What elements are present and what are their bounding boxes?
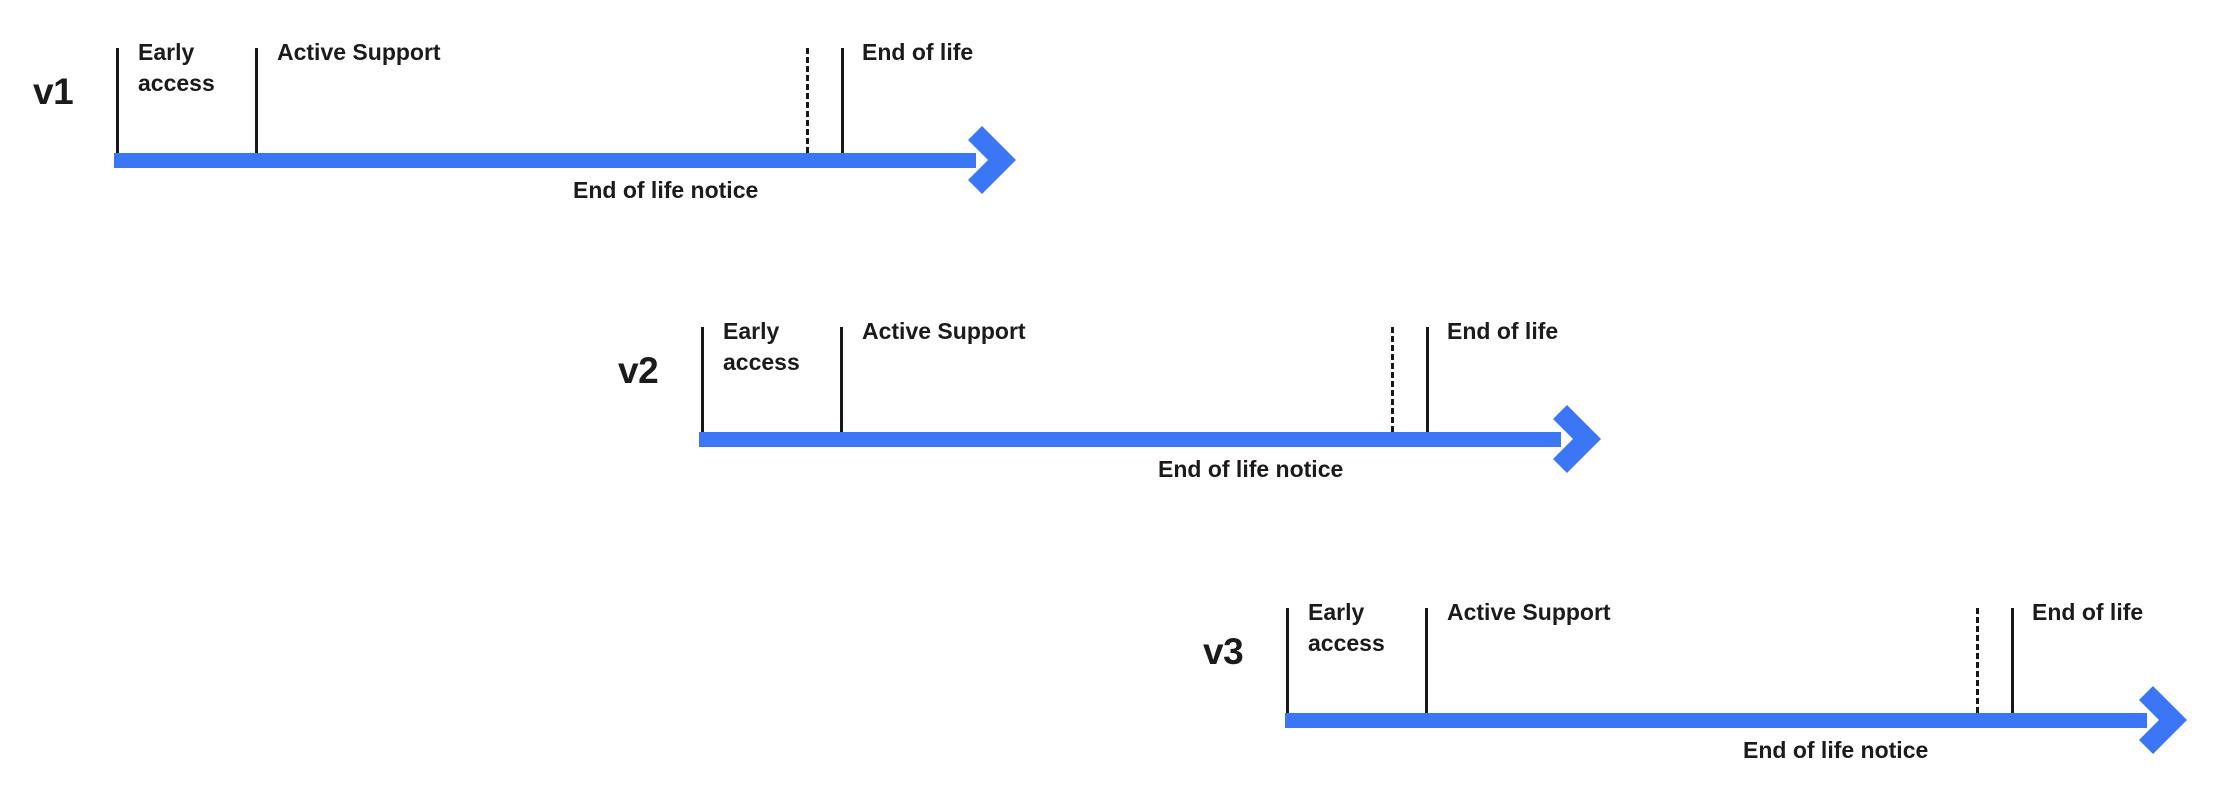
phase-divider-early-access-start bbox=[1286, 608, 1289, 713]
timeline-arrow-bar bbox=[114, 153, 976, 168]
version-label-v2: v2 bbox=[618, 350, 659, 391]
phase-divider-active-support-start bbox=[1425, 608, 1428, 713]
phase-divider-end-of-life-notice bbox=[1976, 608, 1979, 713]
phase-label-end-of-life: End of life bbox=[1447, 318, 1559, 344]
phase-divider-end-of-life-notice bbox=[1391, 327, 1394, 432]
arrow-head-icon bbox=[968, 126, 1016, 194]
arrow-head-icon bbox=[2139, 686, 2187, 754]
phase-label-end-of-life: End of life bbox=[2032, 599, 2144, 625]
phase-divider-end-of-life-start bbox=[2011, 608, 2014, 713]
phase-divider-end-of-life-start bbox=[841, 48, 844, 153]
phase-divider-active-support-start bbox=[255, 48, 258, 153]
phase-label-early-access: Early access bbox=[138, 39, 215, 96]
phase-divider-end-of-life-notice bbox=[806, 48, 809, 153]
phase-divider-early-access-start bbox=[116, 48, 119, 153]
phase-label-end-of-life: End of life bbox=[862, 39, 974, 65]
phase-label-active-support: Active Support bbox=[277, 39, 441, 65]
phase-divider-end-of-life-start bbox=[1426, 327, 1429, 432]
end-of-life-notice-label: End of life notice bbox=[1158, 456, 1344, 482]
version-label-v1: v1 bbox=[33, 71, 74, 112]
version-label-v3: v3 bbox=[1203, 631, 1244, 672]
timeline-arrow-bar bbox=[699, 432, 1561, 447]
phase-label-early-access: Early access bbox=[723, 318, 800, 375]
phase-label-active-support: Active Support bbox=[1447, 599, 1611, 625]
end-of-life-notice-label: End of life notice bbox=[1743, 737, 1929, 763]
phase-label-active-support: Active Support bbox=[862, 318, 1026, 344]
phase-divider-early-access-start bbox=[701, 327, 704, 432]
phase-divider-active-support-start bbox=[840, 327, 843, 432]
arrow-head-icon bbox=[1553, 405, 1601, 473]
end-of-life-notice-label: End of life notice bbox=[573, 177, 759, 203]
phase-label-early-access: Early access bbox=[1308, 599, 1385, 656]
timeline-arrow-bar bbox=[1285, 713, 2147, 728]
